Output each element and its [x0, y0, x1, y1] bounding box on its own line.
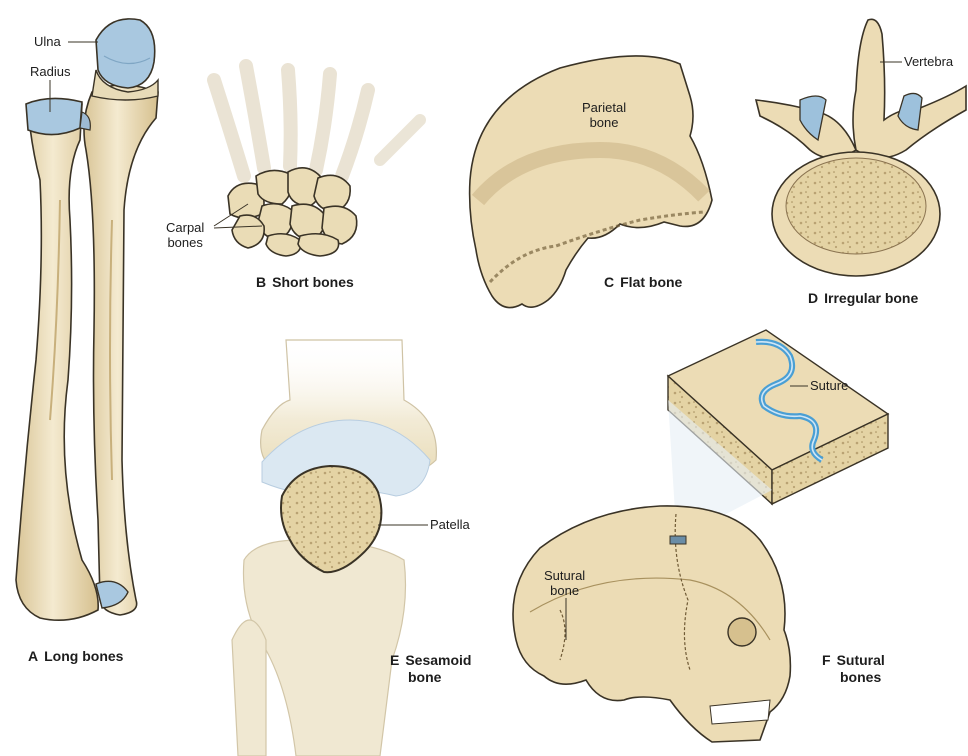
ulna-label: Ulna — [34, 34, 61, 49]
caption-irregular-bone: D Irregular bone — [808, 290, 918, 307]
sutural-label-line2: bone — [544, 583, 585, 598]
caption-sutural-bones: F Sutural bones — [822, 652, 885, 686]
caption-text-e-line1: Sesamoid — [405, 652, 471, 668]
caption-letter-b: B — [256, 274, 266, 290]
caption-letter-a: A — [28, 648, 38, 664]
radius-label: Radius — [30, 64, 70, 79]
caption-text-f-line1: Sutural — [837, 652, 885, 668]
parietal-label-line1: Parietal — [582, 100, 626, 115]
patella-label: Patella — [430, 517, 470, 532]
ulna-bone — [84, 85, 158, 615]
flat-bone-illustration — [470, 56, 712, 308]
caption-long-bones: A Long bones — [28, 648, 123, 665]
short-bones-illustration — [214, 66, 420, 256]
long-bones-illustration — [16, 19, 158, 620]
caption-text-b: Short bones — [272, 274, 354, 290]
carpal-label-line2: bones — [166, 235, 204, 250]
vertebra-label: Vertebra — [904, 54, 953, 69]
carpal-label-line1: Carpal — [166, 220, 204, 235]
caption-text-d: Irregular bone — [824, 290, 918, 306]
caption-letter-f: F — [822, 652, 831, 668]
caption-letter-c: C — [604, 274, 614, 290]
parietal-label-line2: bone — [582, 115, 626, 130]
caption-text-a: Long bones — [44, 648, 123, 664]
carpal-bones-label: Carpal bones — [166, 220, 204, 250]
caption-short-bones: B Short bones — [256, 274, 354, 291]
caption-text-e-line2: bone — [408, 669, 441, 685]
sesamoid-bone-illustration — [232, 340, 436, 756]
suture-label: Suture — [810, 378, 848, 393]
caption-letter-d: D — [808, 290, 818, 306]
vertebra-arch — [756, 19, 966, 158]
caption-text-c: Flat bone — [620, 274, 682, 290]
caption-letter-e: E — [390, 652, 399, 668]
radius-bone — [16, 102, 98, 620]
caption-flat-bone: C Flat bone — [604, 274, 682, 291]
caption-sesamoid-bone: E Sesamoid bone — [390, 652, 471, 686]
ulna-articular-cartilage — [96, 19, 155, 88]
sutural-label-line1: Sutural — [544, 568, 585, 583]
parietal-bone-label: Parietal bone — [582, 100, 626, 130]
caption-text-f-line2: bones — [840, 669, 881, 685]
sutural-bone-label: Sutural bone — [544, 568, 585, 598]
